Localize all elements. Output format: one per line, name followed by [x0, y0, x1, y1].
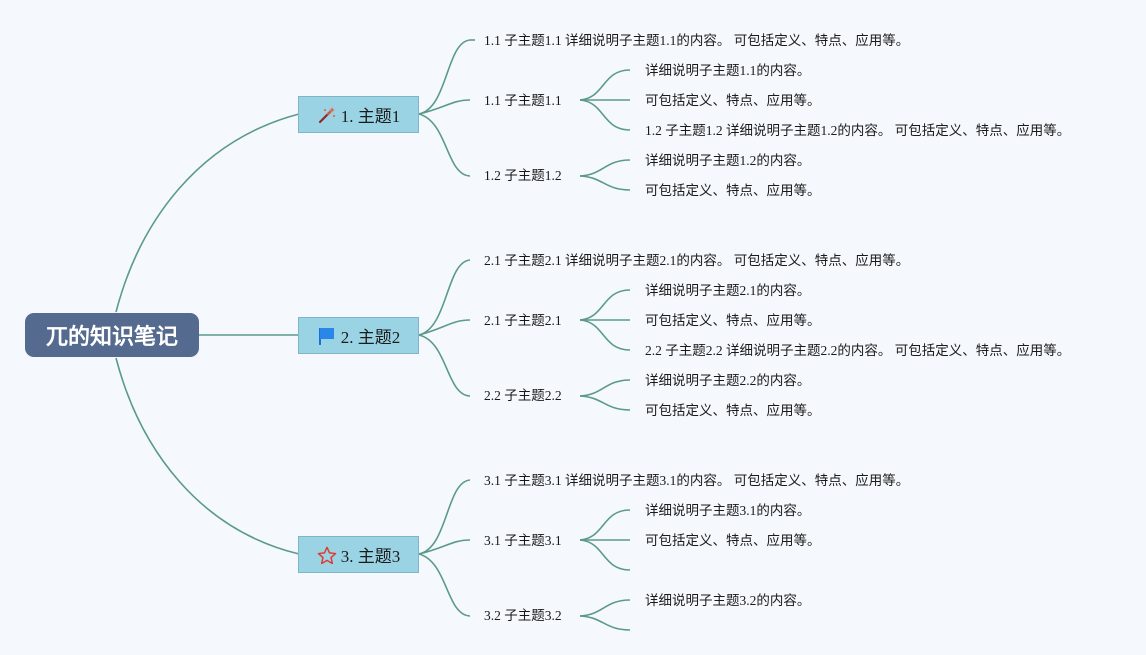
- flag-icon: [317, 326, 337, 346]
- detail-node[interactable]: 2.2 子主题2.2 详细说明子主题2.2的内容。 可包括定义、特点、应用等。: [645, 343, 1071, 358]
- connector-t3-c2-g3: [579, 539, 631, 571]
- topic-node-3[interactable]: 3. 主题3: [298, 536, 419, 573]
- detail-node[interactable]: 详细说明子主题1.1的内容。: [645, 63, 811, 78]
- root-node[interactable]: 兀的知识笔记: [25, 313, 199, 357]
- connector-t1-c1: [418, 39, 471, 115]
- topic-label-2: 2. 主题2: [340, 328, 401, 347]
- topic-label-1: 1. 主题1: [340, 107, 401, 126]
- connector-t2-c1: [418, 259, 471, 336]
- subtopic-node[interactable]: 1.1 子主题1.1 详细说明子主题1.1的内容。 可包括定义、特点、应用等。: [484, 33, 910, 48]
- connector-t3-c3-g2: [579, 615, 631, 631]
- subtopic-node[interactable]: 2.1 子主题2.1: [484, 313, 562, 328]
- subtopic-node[interactable]: 3.2 子主题3.2: [484, 608, 562, 623]
- connector-t2-c2-g1: [579, 289, 631, 321]
- topic-node-1[interactable]: 1. 主题1: [298, 96, 419, 133]
- detail-node[interactable]: 可包括定义、特点、应用等。: [645, 93, 821, 108]
- detail-node[interactable]: 详细说明子主题2.1的内容。: [645, 283, 811, 298]
- subtopic-node[interactable]: 1.2 子主题1.2: [484, 168, 562, 183]
- connector-t1-c3-g1: [579, 159, 631, 177]
- connector-t3-c3-g1: [579, 599, 631, 617]
- connector-t2-c3-g2: [579, 395, 631, 411]
- connector-t1-c2-g1: [579, 69, 631, 101]
- connector-t1-c3-g2: [579, 175, 631, 191]
- detail-node[interactable]: 可包括定义、特点、应用等。: [645, 313, 821, 328]
- topic-label-3: 3. 主题3: [340, 547, 401, 566]
- root-label: 兀的知识笔记: [45, 325, 178, 350]
- magic-wand-icon: [317, 105, 337, 125]
- subtopic-node[interactable]: 3.1 子主题3.1: [484, 533, 562, 548]
- connector-t1-c2: [418, 99, 471, 115]
- connector-t3-c1: [418, 479, 471, 555]
- star-icon: [317, 545, 337, 565]
- detail-node[interactable]: 详细说明子主题3.1的内容。: [645, 503, 811, 518]
- connector-t1-c3: [418, 113, 471, 177]
- subtopic-node[interactable]: 3.1 子主题3.1 详细说明子主题3.1的内容。 可包括定义、特点、应用等。: [484, 473, 910, 488]
- detail-node[interactable]: 可包括定义、特点、应用等。: [645, 403, 821, 418]
- connector-root-topic1: [115, 113, 300, 313]
- topic-node-2[interactable]: 2. 主题2: [298, 317, 419, 354]
- detail-node[interactable]: 可包括定义、特点、应用等。: [645, 533, 821, 548]
- detail-node[interactable]: 详细说明子主题3.2的内容。: [645, 593, 811, 608]
- connector-t2-c2: [418, 319, 471, 336]
- detail-node[interactable]: 详细说明子主题1.2的内容。: [645, 153, 811, 168]
- subtopic-node[interactable]: 1.1 子主题1.1: [484, 93, 562, 108]
- detail-node[interactable]: 可包括定义、特点、应用等。: [645, 183, 821, 198]
- connector-t2-c2-g3: [579, 319, 631, 351]
- connector-t2-c3-g1: [579, 379, 631, 397]
- detail-node[interactable]: 详细说明子主题2.2的内容。: [645, 373, 811, 388]
- subtopic-node[interactable]: 2.1 子主题2.1 详细说明子主题2.1的内容。 可包括定义、特点、应用等。: [484, 253, 910, 268]
- detail-node[interactable]: 1.2 子主题1.2 详细说明子主题1.2的内容。 可包括定义、特点、应用等。: [645, 123, 1071, 138]
- connector-t1-c2-g3: [579, 99, 631, 131]
- connector-t2-c3: [418, 334, 471, 397]
- connector-root-topic3: [115, 357, 300, 555]
- subtopic-node[interactable]: 2.2 子主题2.2: [484, 388, 562, 403]
- connector-t3-c3: [418, 553, 471, 617]
- connector-t3-c2: [418, 539, 471, 555]
- connector-t3-c2-g1: [579, 509, 631, 541]
